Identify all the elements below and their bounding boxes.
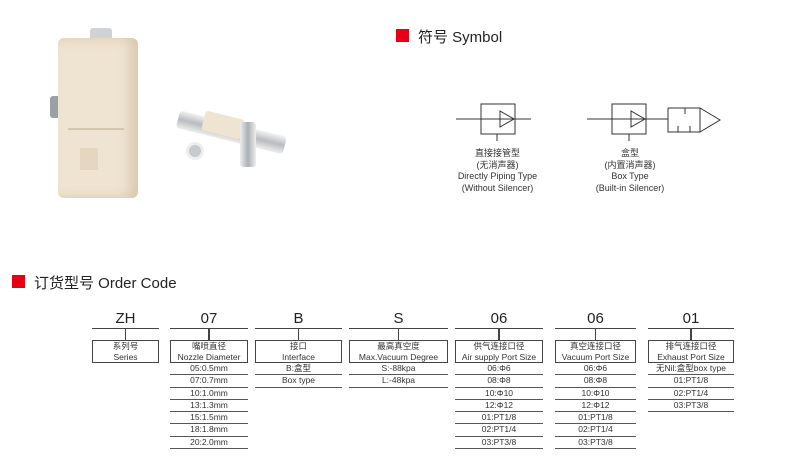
connector [124, 329, 127, 340]
option-row: 10:1.0mm [170, 388, 248, 400]
code-letter: 01 [682, 310, 700, 327]
option-row: L:-48kpa [349, 375, 448, 388]
divider [648, 328, 734, 329]
option-row: 01:PT1/8 [555, 412, 636, 425]
label-cn: 最高真空度 [377, 341, 420, 351]
option-row: 07:0.7mm [170, 375, 248, 388]
option-row: 02:PT1/4 [648, 388, 734, 400]
option-row: 08:Φ8 [455, 375, 543, 388]
column-label-box: 供气连接口径 Air supply Port Size [455, 340, 543, 363]
label-cn: 嘴喷直径 [191, 341, 226, 351]
connector [498, 329, 500, 340]
code-letter: 06 [490, 310, 508, 327]
code-letter: S [393, 310, 404, 327]
option-row: 03:PT3/8 [455, 437, 543, 450]
order-code-column: ZH 系列号 Series [92, 310, 159, 363]
symbol-section-title: 符号 Symbol [418, 29, 503, 46]
option-row: 02:PT1/4 [455, 424, 543, 437]
order-section-title: 订货型号 Order Code [34, 275, 177, 292]
option-row: 20:2.0mm [170, 437, 248, 450]
connector [208, 329, 210, 340]
section-marker [12, 275, 25, 288]
label-en: Series [113, 351, 138, 362]
divider [255, 328, 342, 329]
option-row: 01:PT1/8 [648, 375, 734, 388]
box-type-caption: 盒型 (内置消声器) Box Type (Built-in Silencer) [580, 148, 680, 194]
label-en: Air supply Port Size [461, 351, 537, 362]
caption-en: Box Type [611, 171, 649, 181]
symbol-diagram [456, 103, 721, 141]
code-letter: B [293, 310, 304, 327]
option-row: 06:Φ6 [455, 363, 543, 376]
label-en: Exhaust Port Size [657, 351, 725, 362]
connector [594, 329, 597, 340]
divider [455, 328, 543, 329]
label-en: Interface [281, 351, 316, 362]
code-letter: 07 [200, 310, 218, 327]
label-en: Vacuum Port Size [561, 351, 630, 362]
column-label-box: 最高真空度 Max.Vacuum Degree [349, 340, 448, 363]
connector [397, 329, 400, 340]
product-photo-direct-type [175, 100, 293, 172]
option-row: 08:Φ8 [555, 375, 636, 388]
option-row: S:-88kpa [349, 363, 448, 376]
option-row: 01:PT1/8 [455, 412, 543, 425]
connector [690, 329, 692, 340]
label-cn: 系列号 [112, 341, 139, 351]
caption-en-sub: (Without Silencer) [461, 182, 534, 193]
caption-cn: 直接接管型 [474, 148, 520, 158]
option-row: 03:PT3/8 [555, 437, 636, 450]
divider [92, 328, 159, 329]
option-row: 15:1.5mm [170, 412, 248, 425]
direct-piping-symbol [456, 103, 531, 141]
label-cn: 供气连接口径 [473, 341, 525, 351]
option-row: 10:Φ10 [455, 388, 543, 400]
divider [170, 328, 248, 329]
option-row: 03:PT3/8 [648, 400, 734, 413]
option-row: 06:Φ6 [555, 363, 636, 376]
option-row: 12:Φ12 [555, 400, 636, 413]
option-row: 05:0.5mm [170, 363, 248, 376]
caption-cn-sub: (内置消声器) [604, 159, 656, 170]
section-marker [396, 29, 409, 42]
label-en: Nozzle Diameter [177, 351, 241, 362]
column-label-box: 真空连接口径 Vacuum Port Size [555, 340, 636, 363]
option-row: Box type [255, 375, 342, 388]
divider [555, 328, 636, 329]
caption-cn: 盒型 [620, 148, 639, 158]
column-label-box: 接口 Interface [255, 340, 342, 363]
code-letter: ZH [115, 310, 136, 327]
option-row: 18:1.8mm [170, 424, 248, 437]
option-row: 12:Φ12 [455, 400, 543, 413]
label-cn: 排气连接口径 [665, 341, 717, 351]
label-en: Max.Vacuum Degree [358, 351, 439, 362]
option-row: 13:1.3mm [170, 400, 248, 413]
label-cn: 接口 [289, 341, 307, 351]
column-label-box: 排气连接口径 Exhaust Port Size [648, 340, 734, 363]
caption-en: Directly Piping Type [457, 171, 538, 181]
caption-en-sub: (Built-in Silencer) [595, 182, 665, 193]
box-type-symbol [587, 103, 721, 141]
column-label-box: 嘴喷直径 Nozzle Diameter [170, 340, 248, 363]
column-label-box: 系列号 Series [92, 340, 159, 363]
option-row: 无Nil:盒型box type [648, 363, 734, 376]
option-row: 10:Φ10 [555, 388, 636, 400]
caption-cn-sub: (无消声器) [476, 159, 519, 170]
label-cn: 真空连接口径 [569, 341, 621, 351]
divider [349, 328, 448, 329]
code-letter: 06 [587, 310, 604, 327]
option-row: B:盒型 [255, 363, 342, 376]
option-row: 02:PT1/4 [555, 424, 636, 437]
product-photo-box-type [50, 28, 145, 198]
connector [297, 329, 300, 340]
direct-piping-caption: 直接接管型 (无消声器) Directly Piping Type (Witho… [440, 148, 555, 194]
